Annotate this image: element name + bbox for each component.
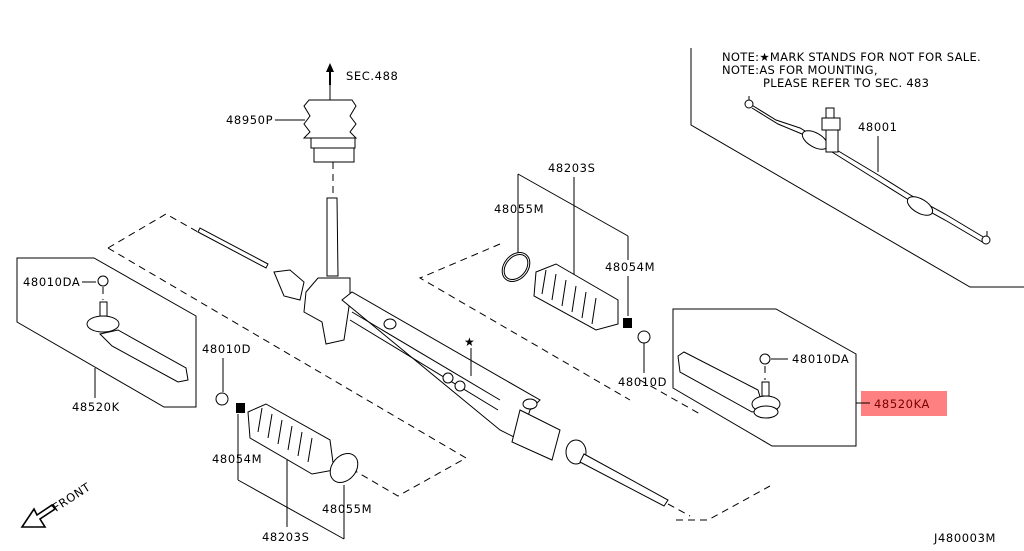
insulator-48950p bbox=[302, 99, 358, 139]
nut-48010da-left bbox=[97, 275, 109, 287]
ball-joint-left bbox=[86, 315, 120, 333]
dashed-frame-left bbox=[107, 247, 468, 497]
label-48055m-right: 48055M bbox=[494, 202, 544, 216]
not-for-sale-star-icon: ★ bbox=[464, 335, 475, 349]
note-not-for-sale: NOTE:★MARK STANDS FOR NOT FOR SALE. bbox=[722, 50, 981, 64]
tie-rod-left-frame bbox=[16, 257, 197, 408]
label-sec-488: SEC.488 bbox=[346, 69, 398, 83]
label-48010da-right: 48010DA bbox=[792, 352, 849, 366]
highlight-48520ka[interactable] bbox=[861, 391, 947, 416]
arrow-up-icon bbox=[326, 63, 334, 85]
boot-group-left: 48010D 48054M 48055M 48203S bbox=[202, 342, 372, 544]
label-48203s-right: 48203S bbox=[548, 161, 595, 175]
rack-tube bbox=[341, 291, 541, 441]
inner-rod-left bbox=[197, 227, 269, 269]
label-48010da-left: 48010DA bbox=[23, 275, 80, 289]
mini-boot-right bbox=[906, 196, 934, 216]
tie-rod-right-frame bbox=[672, 308, 857, 447]
tie-rod-end-48520ka bbox=[677, 351, 765, 413]
clip-48054m-left bbox=[236, 403, 245, 413]
clamp-48055m-left bbox=[329, 453, 359, 483]
label-48001: 48001 bbox=[858, 120, 898, 134]
label-48010d-left: 48010D bbox=[202, 342, 251, 356]
nut-48010d-left bbox=[215, 392, 229, 406]
mini-insulator bbox=[821, 117, 841, 131]
pinion-housing bbox=[303, 277, 351, 345]
label-48520ka[interactable]: 48520KA bbox=[874, 397, 930, 411]
label-48010d-right: 48010D bbox=[618, 375, 667, 389]
tie-rod-end-48520k bbox=[99, 329, 189, 383]
mini-rack-body bbox=[749, 103, 986, 239]
steering-rack: ★ bbox=[197, 197, 669, 507]
label-front: FRONT bbox=[50, 480, 93, 515]
pinion-shaft bbox=[326, 197, 339, 277]
mini-ball-joint-left bbox=[744, 99, 754, 109]
boot-group-right: 48203S 48055M 48054M 48010D bbox=[494, 161, 667, 389]
notes-block: NOTE:★MARK STANDS FOR NOT FOR SALE. NOTE… bbox=[722, 50, 981, 90]
dashed-frame-right-top bbox=[418, 243, 631, 401]
label-48203s-left: 48203S bbox=[262, 530, 309, 544]
note-refer-section: PLEASE REFER TO SEC. 483 bbox=[763, 76, 929, 90]
label-48950p: 48950P bbox=[226, 113, 273, 127]
mini-ball-joint-right bbox=[981, 235, 991, 245]
inset-frame bbox=[690, 48, 1024, 288]
insulator-group: SEC.488 48950P bbox=[226, 63, 398, 198]
label-48520k: 48520K bbox=[72, 400, 120, 414]
label-48055m-left: 48055M bbox=[322, 502, 372, 516]
diagram-code: J480003M bbox=[933, 531, 996, 545]
clamp-48055m-right bbox=[501, 252, 531, 282]
front-arrow-icon bbox=[20, 503, 57, 528]
note-mounting: NOTE:AS FOR MOUNTING, bbox=[722, 63, 878, 77]
tie-rod-end-right-group: 48010DA 48520KA bbox=[672, 308, 947, 447]
nut-48010da-right bbox=[759, 353, 771, 365]
label-48054m-right: 48054M bbox=[605, 260, 655, 274]
gear-assembly-inset: 48001 bbox=[690, 48, 1024, 288]
dashed-frame-right-bottom bbox=[676, 485, 771, 521]
clip-48054m-right bbox=[623, 318, 632, 328]
front-direction-indicator: FRONT bbox=[20, 480, 93, 528]
label-48054m-left: 48054M bbox=[212, 452, 262, 466]
inner-rod-right bbox=[579, 453, 669, 507]
tie-rod-end-left-group: 48010DA 48520K bbox=[16, 257, 197, 414]
nut-48010d-right bbox=[637, 330, 651, 344]
